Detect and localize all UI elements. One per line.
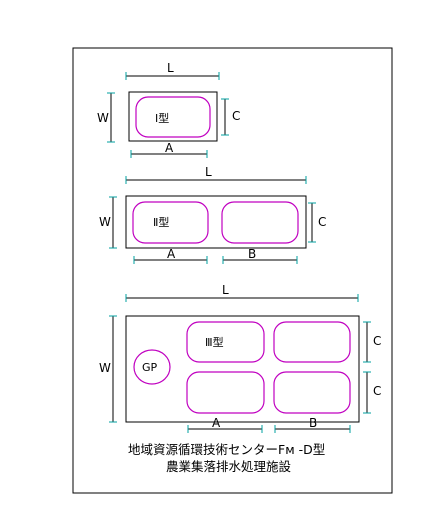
type3-basin-b-upper [273, 321, 351, 363]
type3-basin-b-lower [273, 371, 351, 414]
type2-w-label: W [99, 215, 111, 229]
type1-c-label: C [232, 109, 240, 123]
type3-w-label: W [99, 361, 111, 375]
type3-l-label: L [222, 283, 229, 297]
type1-a-label: A [165, 141, 174, 155]
type3-tank [125, 315, 360, 423]
type1-tank [128, 91, 218, 142]
type1-diagram: Ⅰ型 L W C A [97, 61, 240, 158]
type3-basin-a-upper [186, 321, 265, 363]
type3-a-label: A [212, 416, 221, 430]
type3-label: Ⅲ型 [205, 335, 224, 349]
type3-c-lower-label: C [373, 384, 381, 398]
type2-a-label: A [167, 247, 176, 261]
type2-c-label: C [318, 215, 326, 229]
gp-label: GP [142, 361, 158, 374]
type3-b-label: B [309, 416, 317, 430]
type2-label: Ⅱ型 [153, 215, 169, 229]
type2-b-label: B [248, 247, 256, 261]
type3-c-upper-label: C [373, 334, 381, 348]
type1-basin [135, 96, 211, 138]
type3-diagram: GP Ⅲ型 L W C C A B [99, 283, 381, 433]
type1-l-label: L [167, 61, 174, 75]
type2-l-label: L [205, 165, 212, 179]
type2-tank [125, 195, 307, 249]
outer-frame [72, 47, 393, 494]
caption-line2: 農業集落排水処理施設 [166, 459, 292, 474]
type2-basin-b [221, 201, 299, 244]
gp-basin [133, 349, 171, 385]
type3-basin-a-lower [186, 371, 265, 414]
caption-line1: 地域資源循環技術センターFм -D型 [128, 442, 325, 457]
type1-label: Ⅰ型 [155, 111, 169, 125]
type1-w-label: W [97, 111, 109, 125]
type2-basin-a [132, 201, 209, 244]
type2-diagram: Ⅱ型 L W C A B [99, 165, 326, 264]
